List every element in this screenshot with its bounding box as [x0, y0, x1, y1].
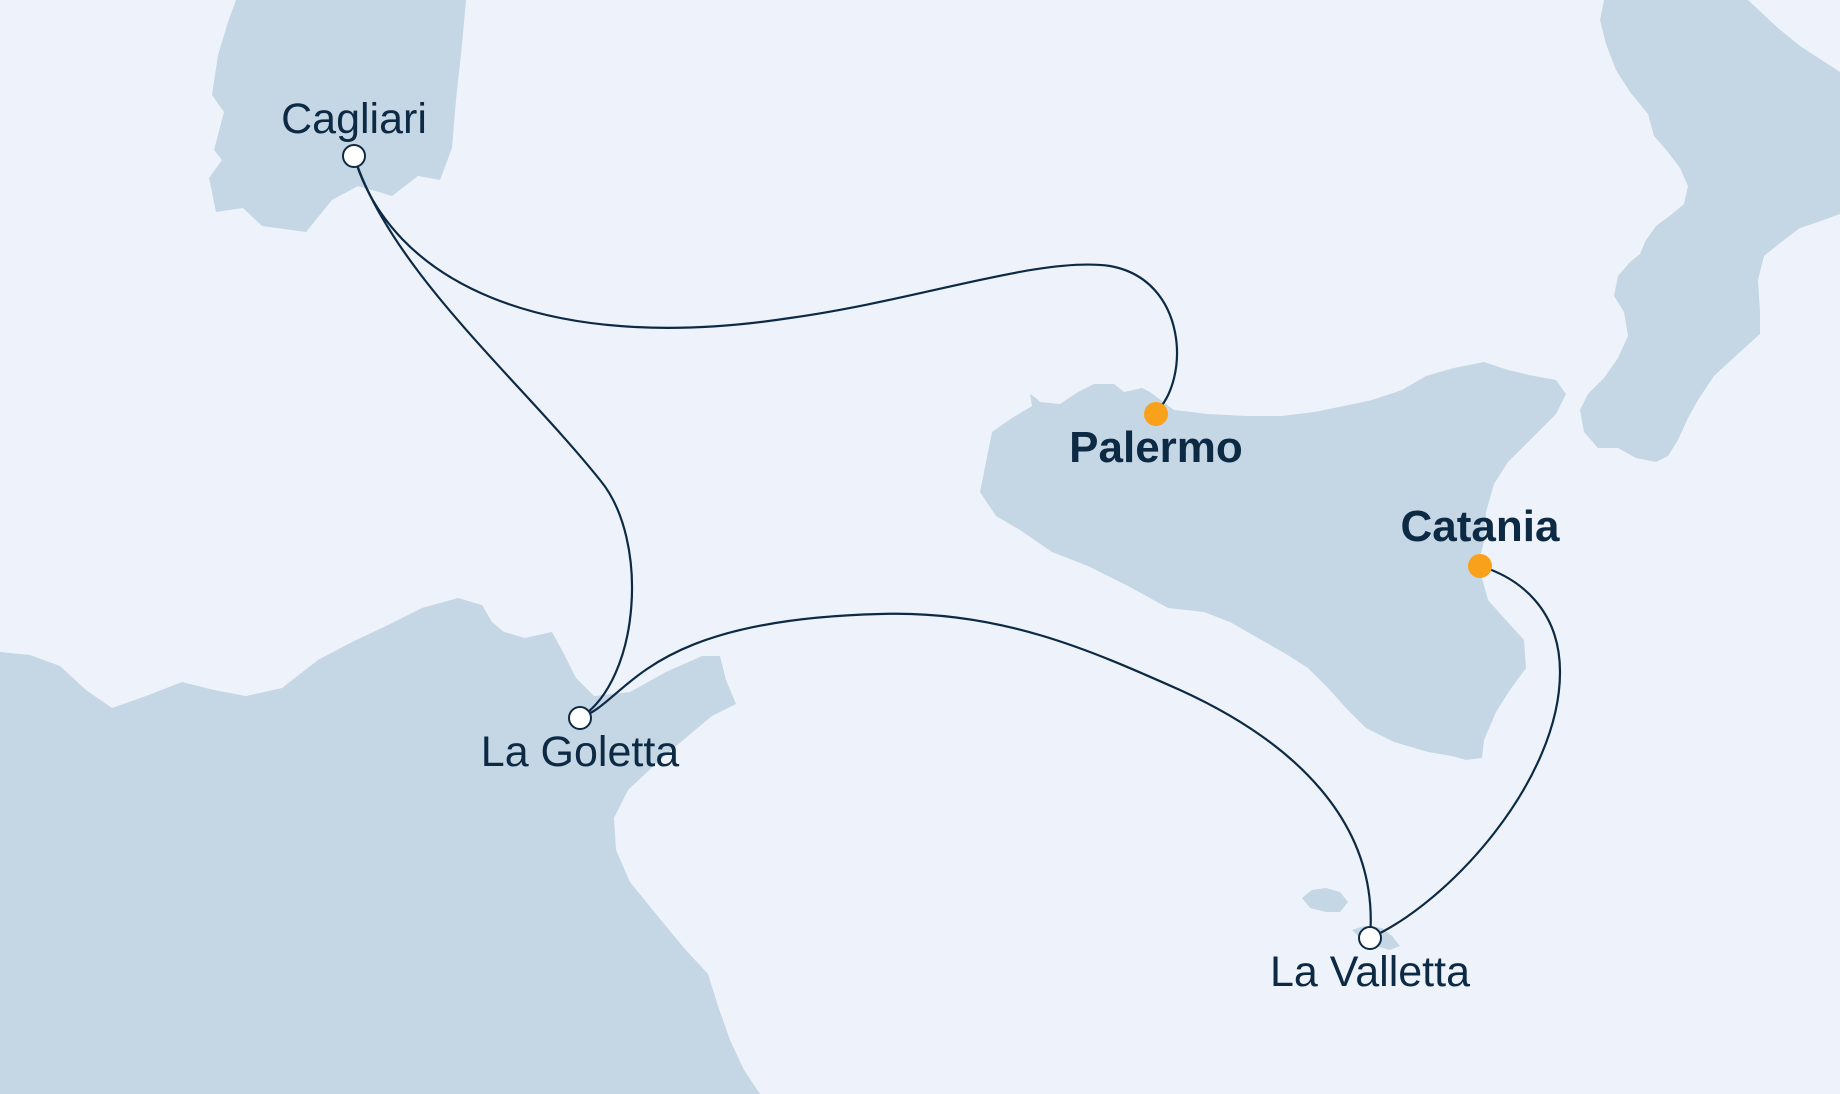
port-label-la-valletta[interactable]: La Valletta: [1270, 948, 1470, 996]
route: [352, 154, 1562, 940]
port-marker-catania[interactable]: [1468, 554, 1492, 578]
land-sardinia: [209, 0, 466, 232]
port-marker-la-goletta[interactable]: [568, 706, 592, 730]
port-label-catania[interactable]: Catania: [1401, 502, 1560, 551]
land-sicily: [980, 362, 1566, 760]
land-italy-mainland: [1580, 0, 1840, 462]
port-marker-palermo[interactable]: [1144, 402, 1168, 426]
port-label-palermo[interactable]: Palermo: [1069, 423, 1243, 472]
port-label-cagliari[interactable]: Cagliari: [281, 95, 427, 143]
land-gozo: [1302, 888, 1348, 912]
port-markers: [342, 144, 1492, 950]
route-leg-cagliari-la-goletta: [352, 154, 634, 720]
port-label-la-goletta[interactable]: La Goletta: [481, 728, 679, 776]
route-leg-la-valletta-catania: [1368, 564, 1562, 940]
route-leg-la-goletta-la-valletta: [578, 612, 1372, 940]
route-leg-palermo-cagliari: [352, 154, 1179, 414]
port-labels: Cagliari Palermo Catania La Goletta La V…: [281, 95, 1560, 996]
port-marker-cagliari[interactable]: [342, 144, 366, 168]
port-marker-la-valletta[interactable]: [1358, 926, 1382, 950]
